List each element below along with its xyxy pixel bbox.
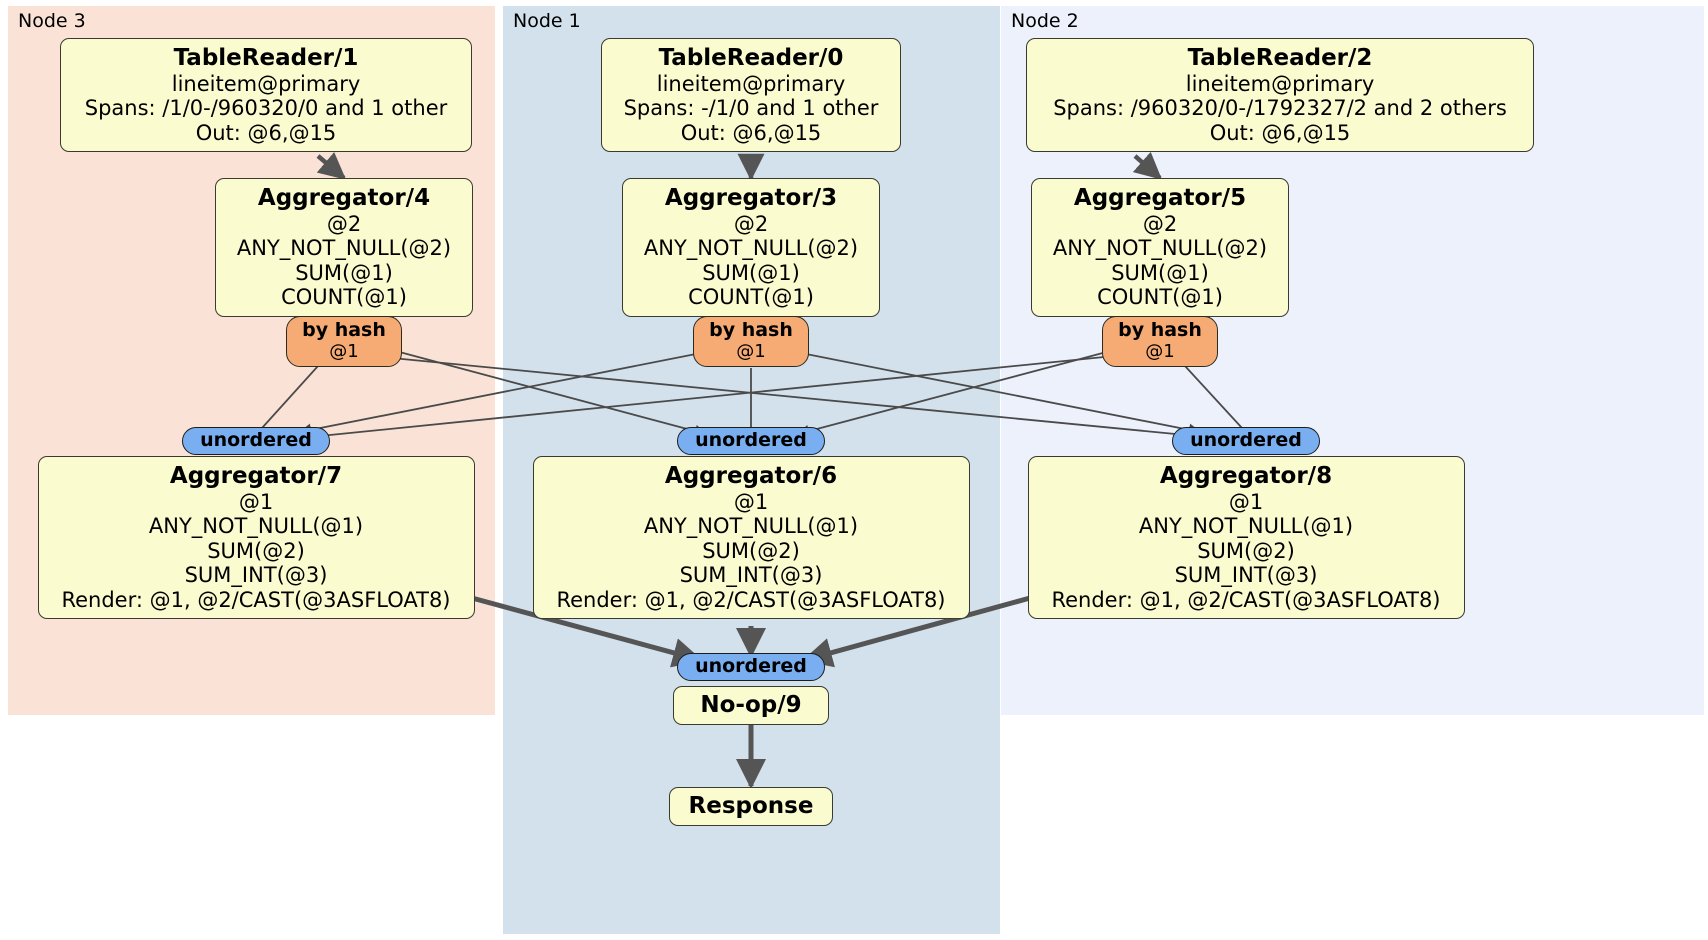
node-detail-line: SUM(@1) (702, 260, 800, 285)
node-detail-line: @2 (326, 212, 362, 237)
node-title: Aggregator/5 (1073, 185, 1247, 211)
node-render-line: Render: @1, @2/CAST(@3ASFLOAT8) (61, 587, 451, 612)
node-detail-line: COUNT(@1) (281, 285, 407, 310)
node-detail-line: ANY_NOT_NULL(@1) (148, 514, 364, 539)
node-title: No-op/9 (700, 692, 802, 718)
synchronizer-label: unordered (695, 655, 807, 677)
node-detail-line: Out: @6,@15 (195, 120, 337, 145)
router-column: @1 (1145, 340, 1175, 362)
node-detail-line: @1 (733, 490, 769, 515)
node-detail-line: COUNT(@1) (688, 285, 814, 310)
node-detail-line: SUM(@2) (702, 538, 800, 563)
node-detail-line: SUM_INT(@3) (184, 563, 328, 588)
node-title: TableReader/0 (658, 45, 844, 71)
router-label: by hash (1118, 319, 1202, 341)
node-title: Aggregator/7 (169, 463, 343, 489)
node-detail-line: SUM(@2) (207, 538, 305, 563)
synchronizer-unordered-left[interactable]: unordered (182, 427, 330, 455)
router-by-hash-left[interactable]: by hash @1 (286, 316, 402, 367)
node-detail-line: ANY_NOT_NULL(@2) (236, 236, 452, 261)
node-aggregator-3[interactable]: Aggregator/3 @2 ANY_NOT_NULL(@2) SUM(@1)… (622, 178, 880, 317)
synchronizer-unordered-final[interactable]: unordered (677, 653, 825, 681)
node-detail-line: lineitem@primary (171, 72, 361, 97)
node-detail-line: Out: @6,@15 (1209, 120, 1351, 145)
node-detail-line: Spans: /1/0-/960320/0 and 1 other (84, 96, 448, 121)
panel-node-3-label: Node 3 (18, 10, 86, 32)
node-detail-line: lineitem@primary (1185, 72, 1375, 97)
node-detail-line: SUM(@1) (295, 260, 393, 285)
node-aggregator-4[interactable]: Aggregator/4 @2 ANY_NOT_NULL(@2) SUM(@1)… (215, 178, 473, 317)
node-detail-line: SUM(@1) (1111, 260, 1209, 285)
node-tablereader-0[interactable]: TableReader/0 lineitem@primary Spans: -/… (601, 38, 901, 153)
node-title: Response (688, 793, 814, 819)
node-detail-line: lineitem@primary (656, 72, 846, 97)
node-detail-line: @1 (1228, 490, 1264, 515)
node-tablereader-2[interactable]: TableReader/2 lineitem@primary Spans: /9… (1026, 38, 1534, 153)
node-title: Aggregator/6 (664, 463, 838, 489)
node-title: Aggregator/8 (1159, 463, 1333, 489)
synchronizer-label: unordered (200, 429, 312, 451)
node-detail-line: Spans: -/1/0 and 1 other (623, 96, 879, 121)
router-label: by hash (302, 319, 386, 341)
node-detail-line: Spans: /960320/0-/1792327/2 and 2 others (1053, 96, 1507, 121)
node-detail-line: @2 (1142, 212, 1178, 237)
node-title: Aggregator/3 (664, 185, 838, 211)
node-detail-line: @1 (238, 490, 274, 515)
node-detail-line: Out: @6,@15 (680, 120, 822, 145)
panel-node-1-label: Node 1 (513, 10, 581, 32)
node-aggregator-7[interactable]: Aggregator/7 @1 ANY_NOT_NULL(@1) SUM(@2)… (37, 456, 475, 619)
node-detail-line: ANY_NOT_NULL(@2) (1052, 236, 1268, 261)
node-detail-line: SUM(@2) (1197, 538, 1295, 563)
panel-node-2-label: Node 2 (1011, 10, 1079, 32)
node-tablereader-1[interactable]: TableReader/1 lineitem@primary Spans: /1… (60, 38, 472, 153)
router-label: by hash (709, 319, 793, 341)
router-by-hash-right[interactable]: by hash @1 (1102, 316, 1218, 367)
node-title: TableReader/1 (173, 45, 359, 71)
node-detail-line: COUNT(@1) (1097, 285, 1223, 310)
node-title: Aggregator/4 (257, 185, 431, 211)
node-no-op-9[interactable]: No-op/9 (673, 686, 829, 726)
synchronizer-unordered-right[interactable]: unordered (1172, 427, 1320, 455)
router-column: @1 (736, 340, 766, 362)
node-title: TableReader/2 (1187, 45, 1373, 71)
node-aggregator-5[interactable]: Aggregator/5 @2 ANY_NOT_NULL(@2) SUM(@1)… (1031, 178, 1289, 317)
node-detail-line: ANY_NOT_NULL(@1) (1138, 514, 1354, 539)
node-render-line: Render: @1, @2/CAST(@3ASFLOAT8) (1051, 587, 1441, 612)
node-detail-line: SUM_INT(@3) (679, 563, 823, 588)
node-detail-line: ANY_NOT_NULL(@2) (643, 236, 859, 261)
node-detail-line: SUM_INT(@3) (1174, 563, 1318, 588)
node-render-line: Render: @1, @2/CAST(@3ASFLOAT8) (556, 587, 946, 612)
node-aggregator-8[interactable]: Aggregator/8 @1 ANY_NOT_NULL(@1) SUM(@2)… (1027, 456, 1465, 619)
synchronizer-label: unordered (695, 429, 807, 451)
node-detail-line: @2 (733, 212, 769, 237)
node-detail-line: ANY_NOT_NULL(@1) (643, 514, 859, 539)
synchronizer-label: unordered (1190, 429, 1302, 451)
node-aggregator-6[interactable]: Aggregator/6 @1 ANY_NOT_NULL(@1) SUM(@2)… (532, 456, 970, 619)
router-by-hash-mid[interactable]: by hash @1 (693, 316, 809, 367)
node-response[interactable]: Response (669, 787, 833, 827)
synchronizer-unordered-mid[interactable]: unordered (677, 427, 825, 455)
router-column: @1 (329, 340, 359, 362)
